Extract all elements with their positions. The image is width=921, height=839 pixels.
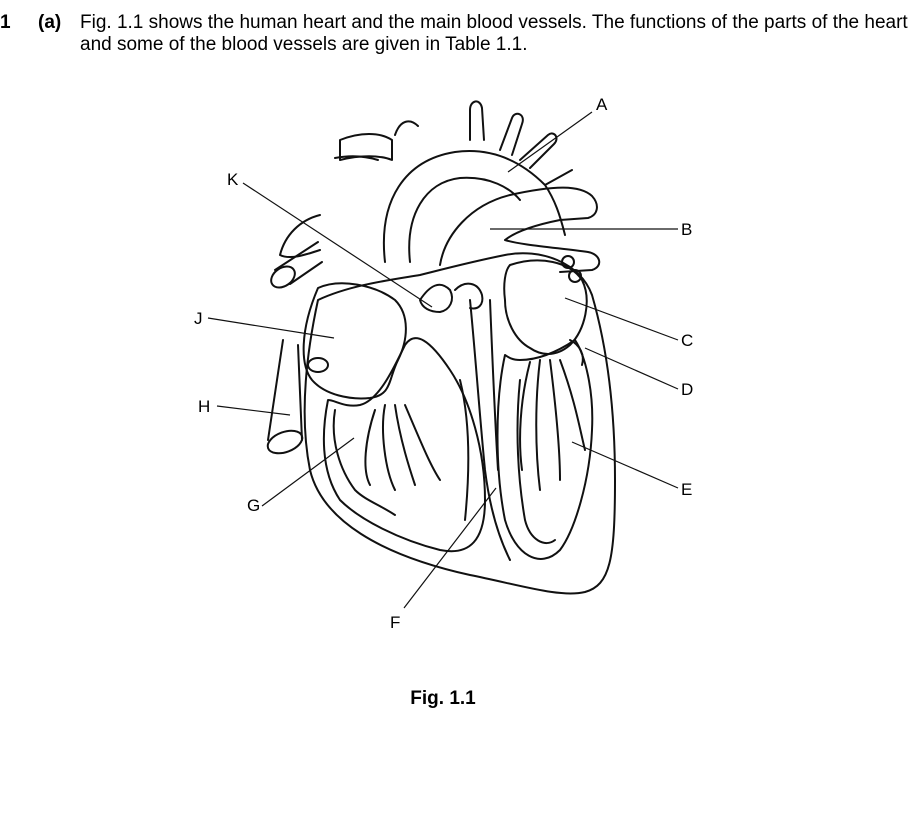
label-b: B <box>681 220 692 239</box>
leader-f <box>403 487 497 609</box>
pulmonary-vein-opening-1 <box>561 255 575 269</box>
semilunar-valve <box>419 282 484 313</box>
mitral-valve <box>569 339 584 366</box>
pulmonary-artery <box>439 186 601 273</box>
right-atrium <box>302 282 407 400</box>
left-vessel-tube <box>274 241 323 285</box>
right-ventricle <box>322 337 486 553</box>
leader-a <box>507 111 593 173</box>
leader-c <box>564 297 679 341</box>
label-c: C <box>681 331 693 350</box>
label-f: F <box>390 613 400 632</box>
label-h: H <box>198 397 210 416</box>
leader-g <box>261 437 355 507</box>
atrium-opening <box>307 357 329 373</box>
leader-j <box>207 317 335 339</box>
question-part: (a) <box>38 12 62 33</box>
label-e: E <box>681 480 692 499</box>
figure-caption: Fig. 1.1 <box>410 688 476 709</box>
label-k: K <box>227 170 239 189</box>
pulmonary-vein-opening-2 <box>568 269 582 283</box>
rv-chordae <box>364 404 441 491</box>
label-g: G <box>247 496 260 515</box>
vessel-opening-left <box>270 265 296 289</box>
vena-cava-top <box>334 120 419 161</box>
leader-k <box>242 182 433 308</box>
leader-h <box>216 405 291 416</box>
left-vessel <box>279 214 321 259</box>
aorta <box>382 100 573 263</box>
lv-chordae <box>519 359 586 491</box>
ivc-opening <box>266 429 304 455</box>
inner-wall-texture <box>332 379 556 545</box>
leader-e <box>571 441 679 489</box>
heart-outline <box>303 252 616 595</box>
left-ventricle <box>496 339 594 560</box>
question-text: Fig. 1.1 shows the human heart and the m… <box>80 12 908 55</box>
question-number: 1 <box>0 12 11 33</box>
leader-d <box>584 347 679 390</box>
label-a: A <box>596 95 608 114</box>
inferior-vena-cava <box>267 339 303 441</box>
label-j: J <box>194 309 203 328</box>
aorta-inner <box>408 176 521 263</box>
label-d: D <box>681 380 693 399</box>
